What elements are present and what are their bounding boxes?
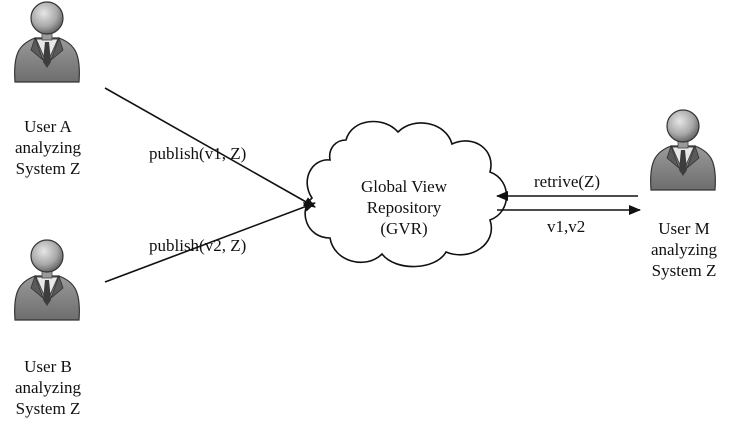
repository-line-1: Global View: [360, 177, 447, 196]
user-m-system: System Z: [651, 261, 717, 280]
repository-label: Global View Repository (GVR): [340, 176, 468, 239]
user-b-system: System Z: [15, 399, 81, 418]
retrieve-label: retrive(Z): [534, 172, 601, 191]
publish-b-arrow: [104, 202, 316, 283]
publish-a-arrow: [104, 87, 316, 208]
user-a-icon: [14, 1, 80, 83]
user-b-name: User B: [24, 357, 72, 376]
user-b-label: User B analyzing System Z: [10, 356, 86, 419]
user-m-name: User M: [658, 219, 710, 238]
user-a-name: User A: [24, 117, 72, 136]
response-label: v1,v2: [547, 217, 586, 236]
user-b-icon: [14, 239, 80, 321]
repository-line-2: Repository: [366, 198, 442, 217]
publish-b-label: publish(v2, Z): [149, 236, 247, 255]
repository-line-3: (GVR): [380, 219, 428, 238]
user-m-label: User M analyzing System Z: [644, 218, 724, 281]
user-m-role: analyzing: [650, 240, 718, 259]
user-a-system: System Z: [15, 159, 81, 178]
cloud-icon: [304, 120, 508, 268]
publish-a-label: publish(v1, Z): [149, 144, 247, 163]
user-a-label: User A analyzing System Z: [10, 116, 86, 179]
user-b-role: analyzing: [14, 378, 82, 397]
user-m-icon: [650, 109, 716, 191]
user-a-role: analyzing: [14, 138, 82, 157]
